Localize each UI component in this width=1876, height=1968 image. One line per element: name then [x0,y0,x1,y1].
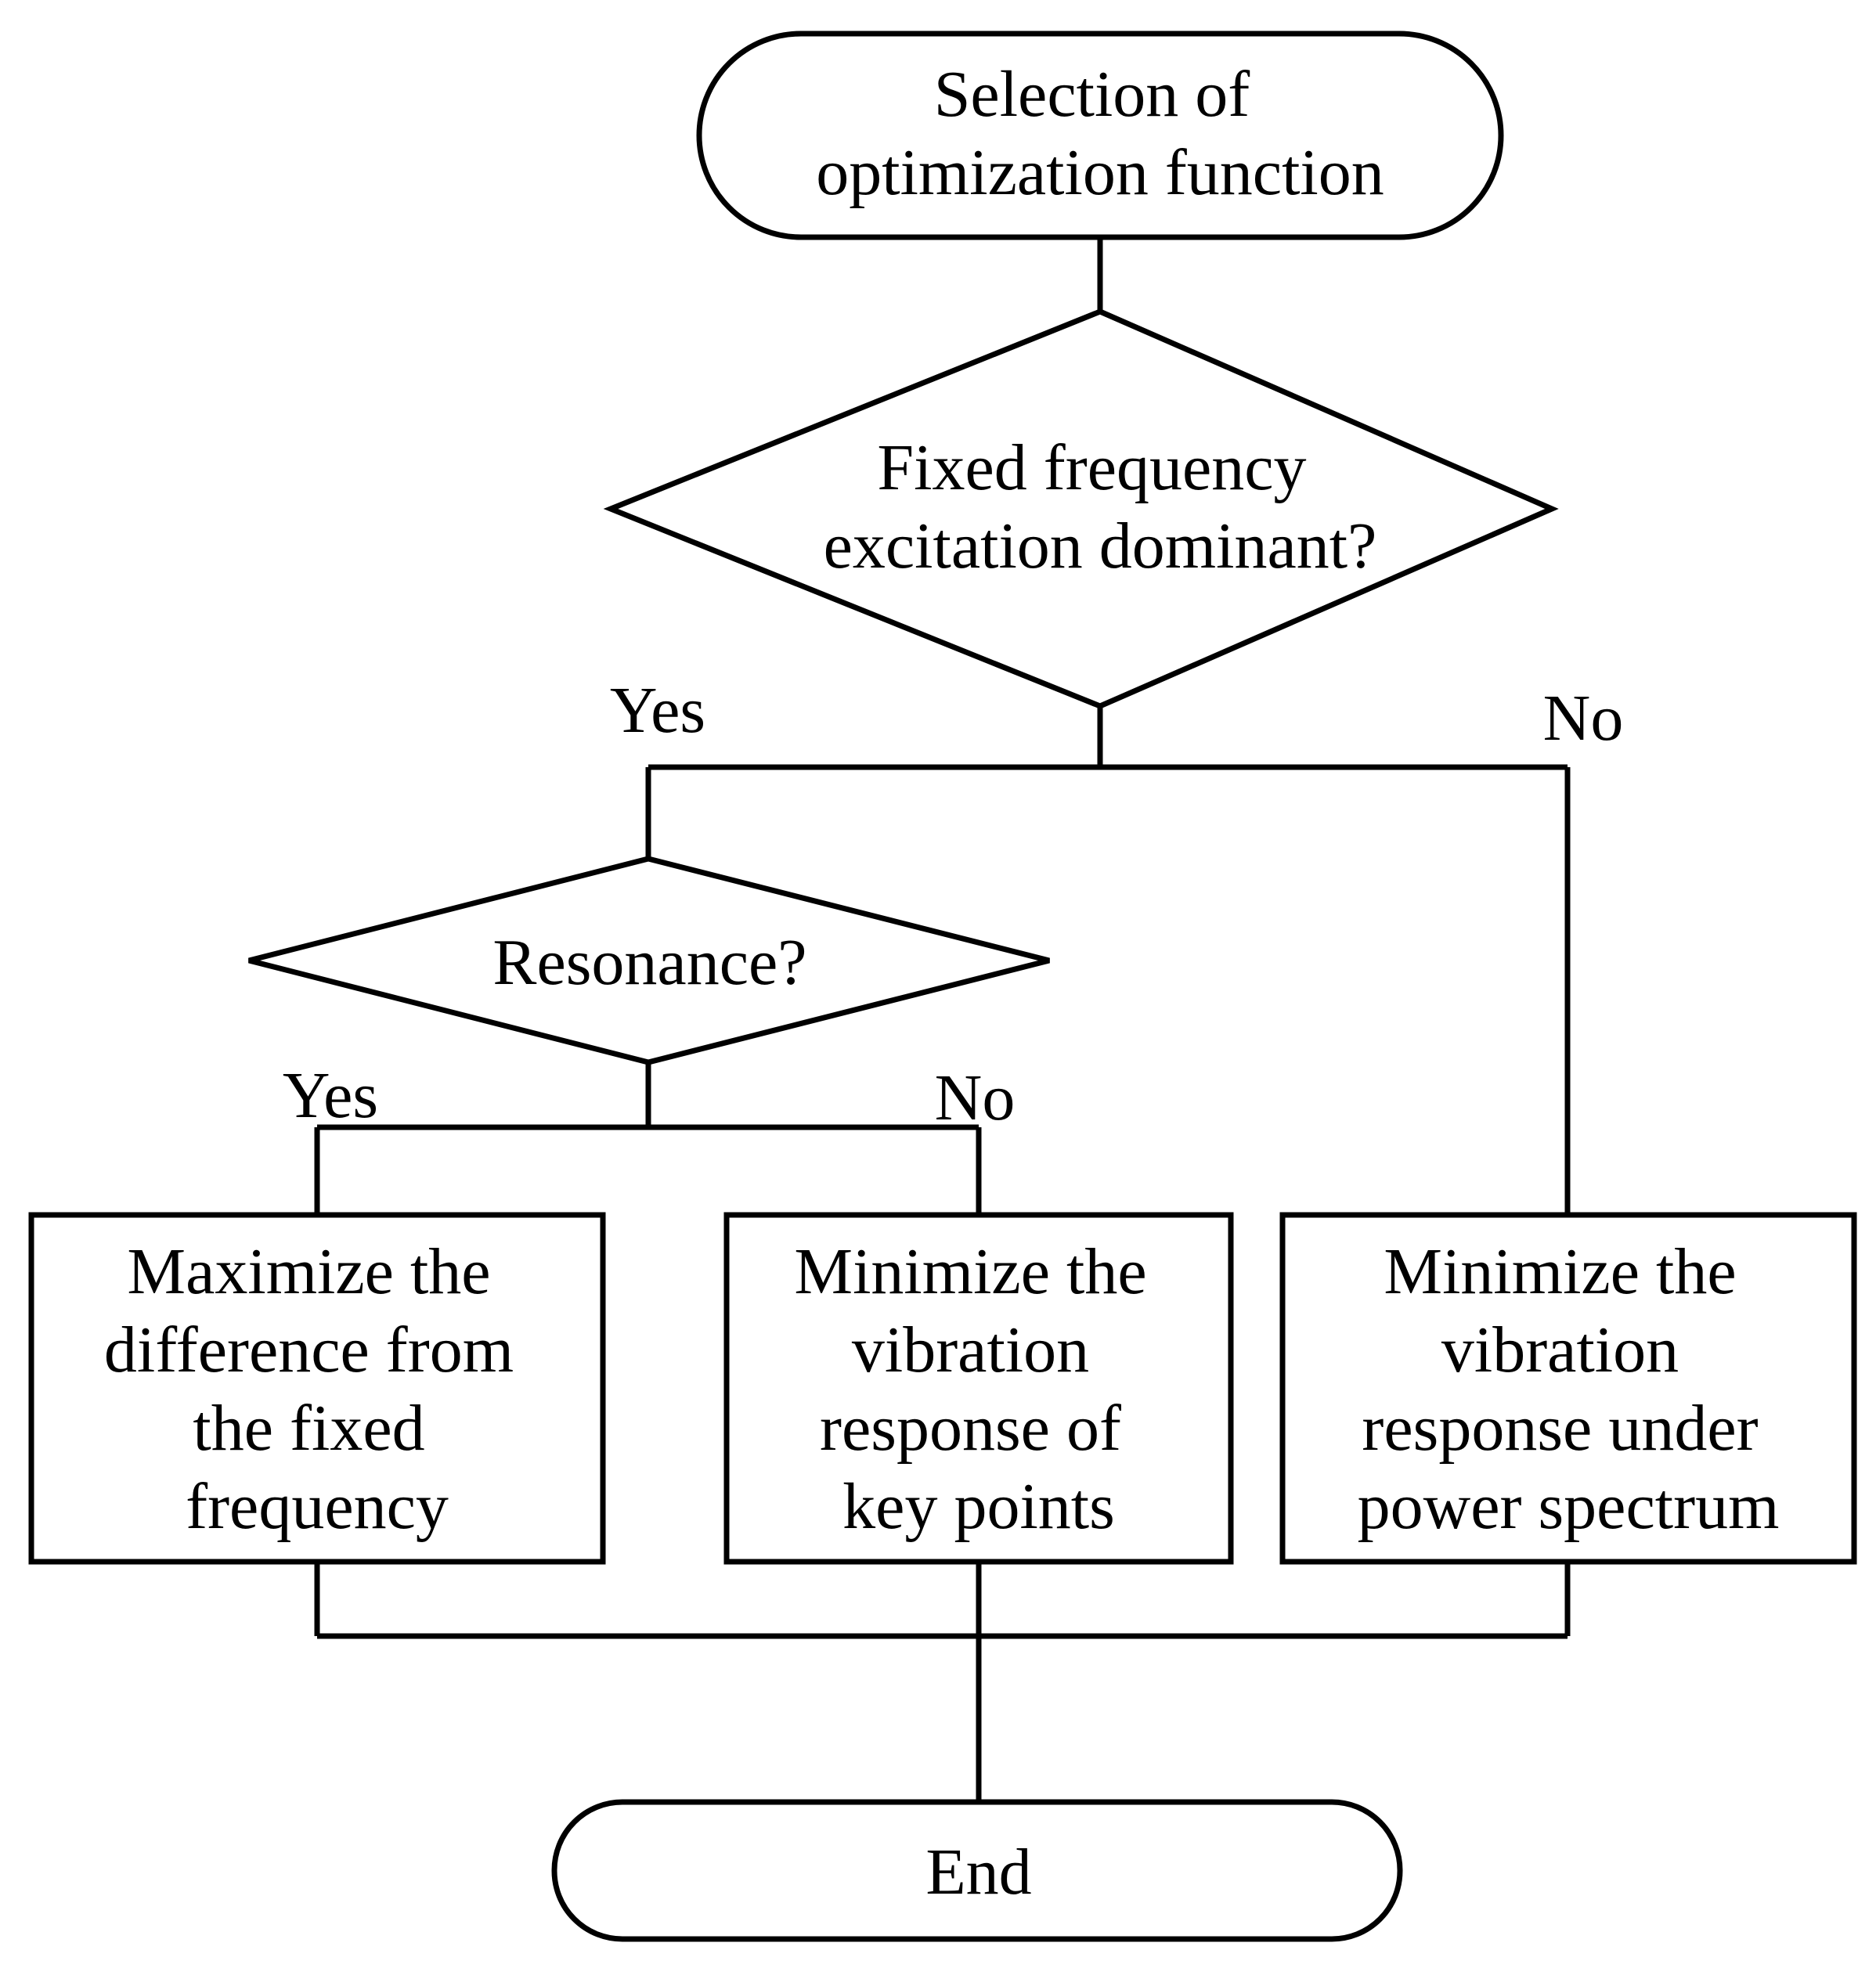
start-line-2: optimization function [816,136,1384,209]
decision-resonance-text: Resonance? [492,926,806,999]
decision-fixed-frequency-line-2: excitation dominant? [824,510,1377,582]
decision-fixed-frequency-line-1: Fixed frequency [877,431,1306,504]
start-terminator: Selection of optimization function [696,31,1504,240]
process-maximize-difference-text: Maximize the difference from the fixed f… [104,1235,530,1543]
process-power-spectrum-line-1: Minimize the [1384,1235,1736,1308]
process-key-points: Minimize the vibration response of key p… [723,1212,1234,1565]
process-key-points-line-4: key points [842,1470,1115,1543]
decision-main-no-label: No [1543,682,1624,755]
process-maximize-line-4: frequency [186,1470,449,1543]
process-key-points-line-2: vibration [852,1314,1089,1386]
connector-resonance-branch [314,1062,982,1215]
decision-resonance: Resonance? [248,856,1050,1065]
end-line-1: End [925,1836,1031,1909]
end-terminator-shape [551,1799,1403,1942]
decision-main-yes-label: Yes [610,674,705,747]
process-key-points-line-3: response of [820,1392,1121,1465]
end-terminator: End [551,1799,1403,1942]
decision-resonance-line-1: Resonance? [492,926,806,999]
process-power-spectrum-line-2: vibration [1441,1314,1679,1386]
decision-resonance-no-label: No [935,1061,1016,1134]
process-maximize-line-2: difference from [104,1314,514,1386]
decision-fixed-frequency-shape [603,308,1559,709]
process-power-spectrum-line-4: power spectrum [1358,1470,1780,1543]
process-power-spectrum-text: Minimize the vibration response under po… [1358,1235,1780,1543]
start-line-1: Selection of [934,58,1250,131]
decision-resonance-yes-label: Yes [283,1059,378,1132]
process-maximize-line-1: Maximize the [127,1235,490,1308]
end-text: End [925,1836,1031,1909]
process-power-spectrum-line-3: response under [1362,1392,1758,1465]
process-key-points-line-1: Minimize the [794,1235,1146,1308]
connector-merge-to-end [314,1562,1571,1802]
process-power-spectrum: Minimize the vibration response under po… [1279,1212,1857,1565]
connector-main-branch [645,706,1571,1215]
process-maximize-line-3: the fixed [193,1392,424,1465]
start-text: Selection of optimization function [816,58,1384,209]
decision-fixed-frequency-text: Fixed frequency excitation dominant? [824,431,1377,582]
process-key-points-text: Minimize the vibration response of key p… [794,1235,1163,1543]
decision-fixed-frequency: Fixed frequency excitation dominant? [603,308,1559,709]
process-maximize-difference: Maximize the difference from the fixed f… [28,1212,606,1565]
